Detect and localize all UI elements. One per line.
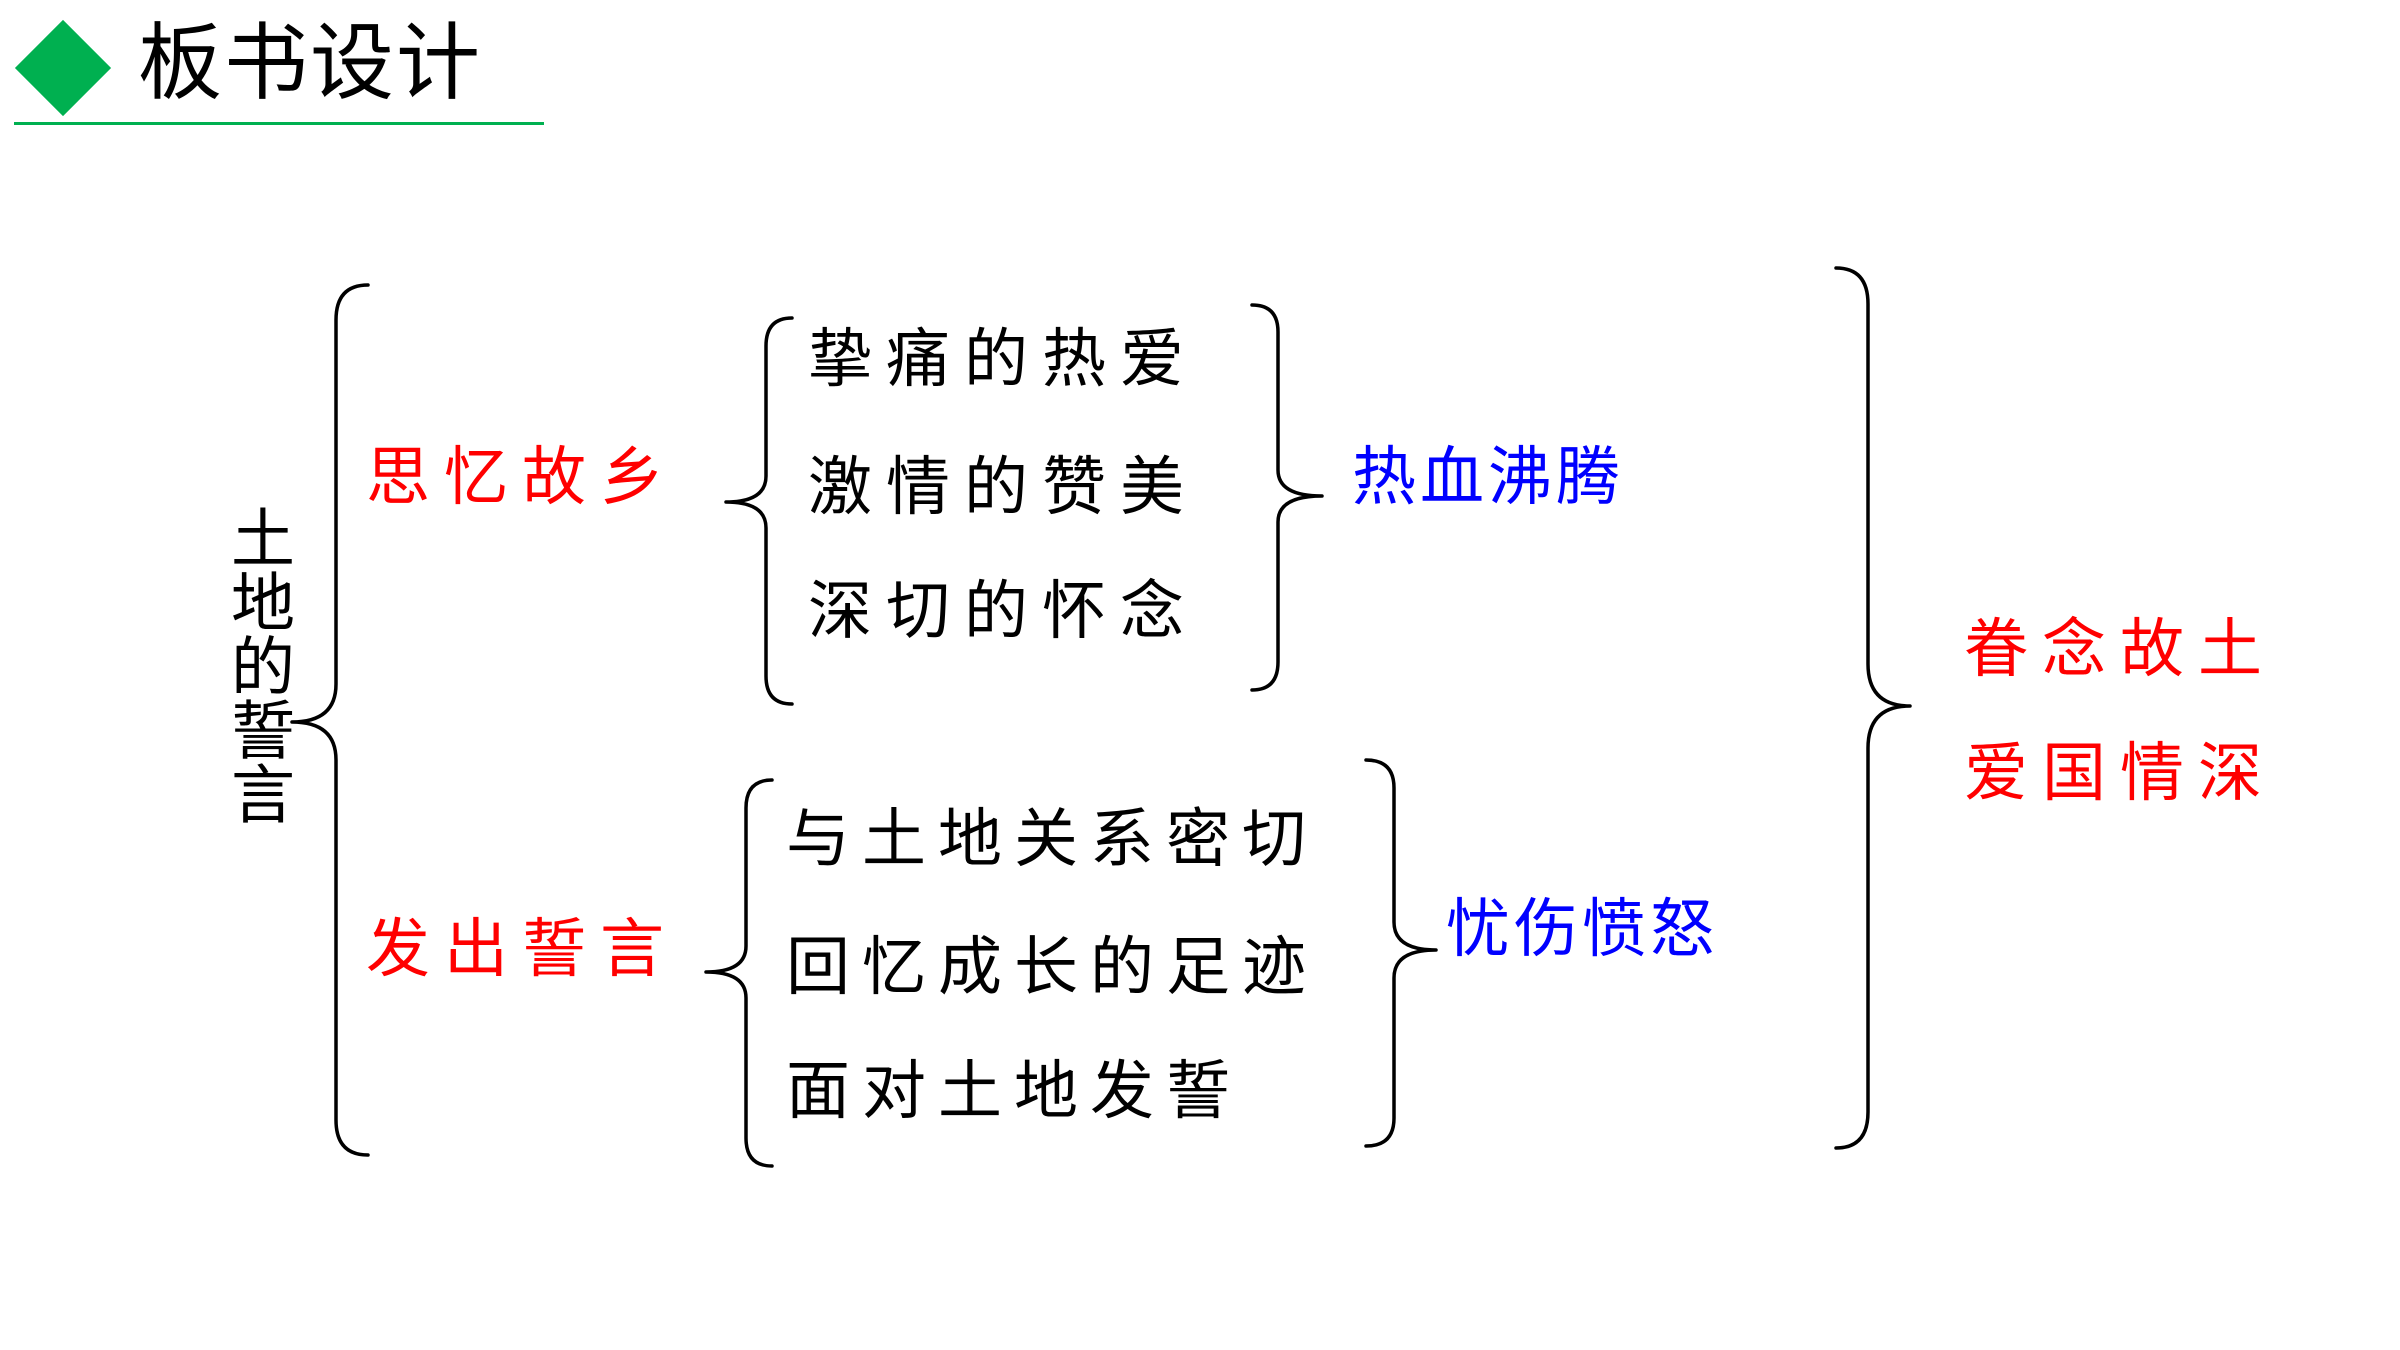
- conclusion-line-2: 爱国情深: [1964, 737, 2276, 811]
- conclusion-line-1: 眷念故土: [1964, 613, 2276, 687]
- emotion-1: 热血沸腾: [1352, 441, 1624, 515]
- root-topic: 土地的誓言: [220, 505, 294, 825]
- detail-2-1: 与土地关系密切: [786, 803, 1318, 877]
- branch-label-2: 发出誓言: [366, 913, 678, 987]
- root-brace: [290, 283, 370, 1157]
- detail-1-3: 深切的怀念: [808, 575, 1198, 649]
- conclusion-brace: [1834, 266, 1912, 1150]
- title-underline: [14, 122, 544, 125]
- detail-1-2: 激情的赞美: [808, 451, 1198, 525]
- branch-label-1: 思忆故乡: [366, 441, 678, 515]
- detail-2-3: 面对土地发誓: [786, 1055, 1242, 1129]
- branch-2-right-brace: [1364, 758, 1438, 1148]
- detail-1-1: 挚痛的热爱: [808, 323, 1198, 397]
- emotion-2: 忧伤愤怒: [1446, 893, 1718, 967]
- branch-1-left-brace: [724, 316, 794, 706]
- detail-2-2: 回忆成长的足迹: [786, 931, 1318, 1005]
- page-title: 板书设计: [138, 14, 483, 112]
- branch-1-right-brace: [1250, 303, 1324, 692]
- branch-2-left-brace: [704, 778, 774, 1168]
